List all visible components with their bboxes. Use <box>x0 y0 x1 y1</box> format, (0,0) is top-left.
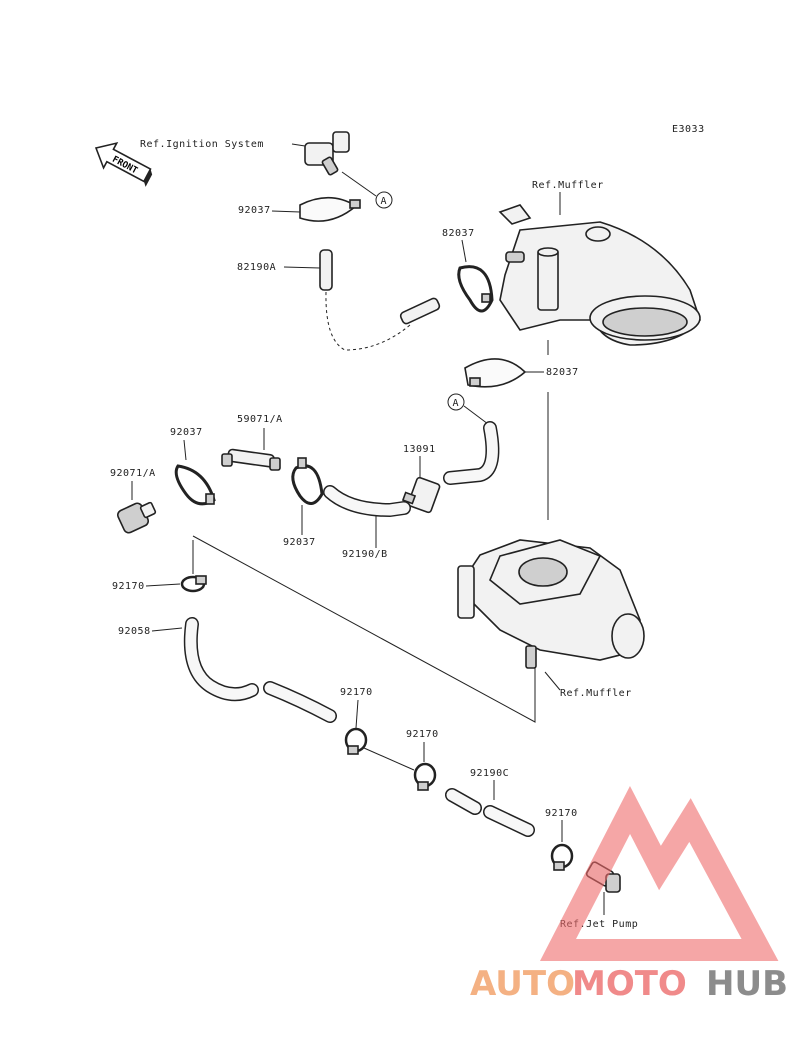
watermark-triangle-icon <box>539 786 779 961</box>
clamp-tab-82037-a <box>481 293 491 303</box>
part-92170-a: 92170 <box>112 581 145 592</box>
band-clamp-92037-b <box>174 464 216 506</box>
part-92037-a: 92037 <box>238 205 271 216</box>
part-92037-b: 92037 <box>170 427 203 438</box>
watermark-moto: MOTO <box>572 964 687 1004</box>
joint-13091 <box>401 476 441 514</box>
watermark-auto: AUTO <box>470 964 575 1004</box>
ref-muffler-bottom-label: Ref.Muffler <box>560 688 632 699</box>
part-82037-a: 82037 <box>442 228 475 239</box>
part-92071a: 92071/A <box>110 468 156 479</box>
muffler-elbow-top <box>498 204 701 346</box>
part-59071a: 59071/A <box>237 414 283 425</box>
hose-clamp-92170-b <box>344 727 368 755</box>
band-clamp-92037-a <box>299 196 361 222</box>
hose-82190a <box>319 249 333 291</box>
marker-a-bottom <box>447 393 465 411</box>
hose-clamp-92170-a <box>180 575 207 593</box>
part-92037-c: 92037 <box>283 537 316 548</box>
marker-a-bottom-label: A <box>453 398 460 409</box>
part-92170-c: 92170 <box>406 729 439 740</box>
part-92190c: 92190C <box>470 768 509 779</box>
hose-clamp-92170-c <box>413 762 437 791</box>
hose-82190a-end <box>399 297 441 325</box>
plug-92071a <box>116 501 157 534</box>
ref-ignition-label: Ref.Ignition System <box>140 139 264 150</box>
part-92190b: 92190/B <box>342 549 388 560</box>
watermark-hub: HUB <box>706 964 788 1004</box>
part-82037-b: 82037 <box>546 367 579 378</box>
part-13091: 13091 <box>403 444 436 455</box>
marker-a-top <box>375 191 393 209</box>
muffler-manifold-bottom <box>457 539 645 669</box>
diagram-code: E3033 <box>672 124 705 135</box>
hose-clamp-92170-d <box>550 843 574 871</box>
marker-a-top-label: A <box>381 196 388 207</box>
automotohub-watermark: AUTO MOTO HUB <box>470 786 788 1004</box>
ref-muffler-top-label: Ref.Muffler <box>532 180 604 191</box>
part-92058: 92058 <box>118 626 151 637</box>
band-clamp-82037-a <box>457 265 494 313</box>
part-92170-d: 92170 <box>545 808 578 819</box>
ref-jet-pump-label: Ref.Jet Pump <box>560 919 638 930</box>
ignition-fitting <box>304 131 350 176</box>
part-92170-b: 92170 <box>340 687 373 698</box>
part-82190a: 82190A <box>237 262 276 273</box>
band-clamp-92037-c <box>291 464 324 505</box>
pipe-59071a <box>221 448 281 471</box>
